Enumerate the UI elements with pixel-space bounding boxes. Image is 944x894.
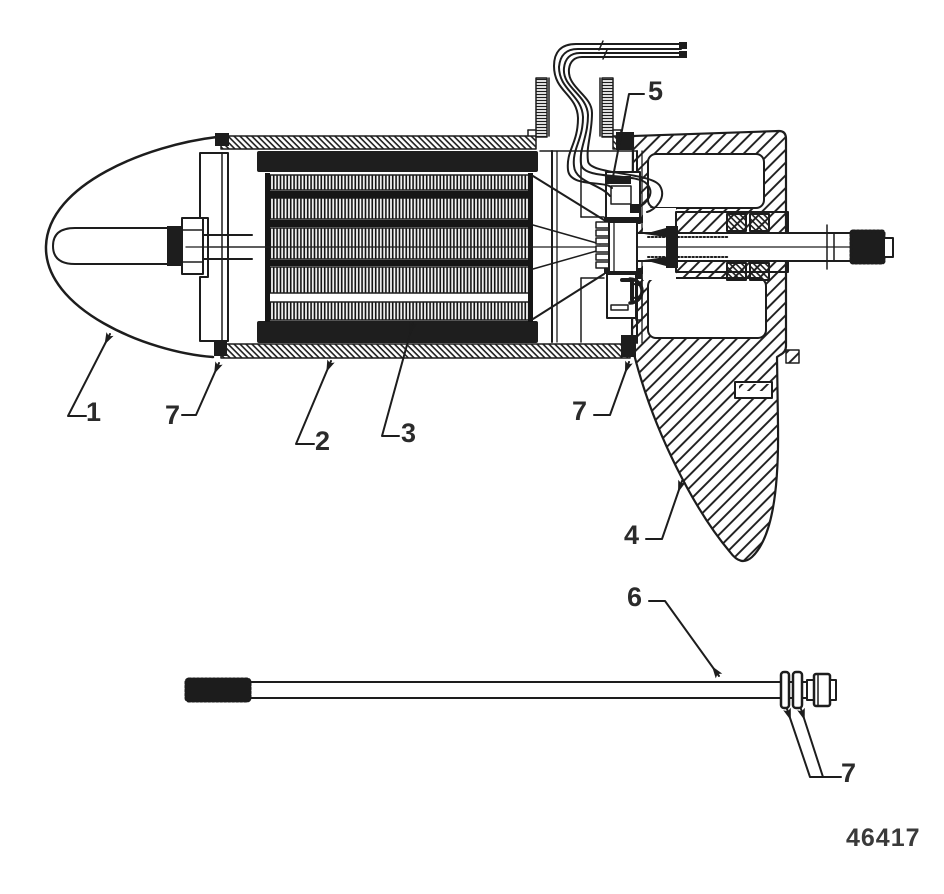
callout-4: 4 <box>624 520 640 550</box>
wire-terminal <box>679 51 687 58</box>
leader-1 <box>67 332 114 417</box>
callout-3: 3 <box>401 418 417 448</box>
leader-6 <box>648 600 723 679</box>
brush-assembly-bottom <box>604 268 644 321</box>
motor-lead-wires <box>553 40 687 213</box>
drawing-number: 46417 <box>846 824 921 852</box>
bearing-races <box>726 213 770 281</box>
washer <box>791 670 804 710</box>
leader-2 <box>295 359 335 445</box>
callout-7-mid: 7 <box>572 396 588 426</box>
leader-7-washer-1 <box>783 707 842 778</box>
callout-6: 6 <box>627 582 643 612</box>
wire-terminal <box>679 42 687 49</box>
leader-7-mid <box>593 360 633 416</box>
callout-7-left: 7 <box>165 400 181 430</box>
bolt-head <box>812 672 832 708</box>
anchor-bolt <box>184 670 837 710</box>
leader-4 <box>645 479 686 540</box>
wire-exit-tube <box>527 77 622 138</box>
nose-cone <box>44 135 219 359</box>
motor-housing-tube <box>214 132 636 359</box>
washer <box>779 670 791 710</box>
end-cap-body <box>630 129 800 563</box>
bolt-threaded-end <box>184 677 252 703</box>
leader-5 <box>611 93 645 183</box>
leader-7-left <box>181 361 223 416</box>
callout-2: 2 <box>315 426 331 456</box>
prop-shaft <box>608 224 894 270</box>
front-bearing-post <box>52 217 283 275</box>
leader-3 <box>381 321 417 437</box>
callout-1: 1 <box>86 397 102 427</box>
callout-7-bolt: 7 <box>841 758 857 788</box>
leader-7-washer-2 <box>797 707 824 778</box>
leader-lines <box>67 93 842 778</box>
permanent-magnets <box>257 151 538 343</box>
callout-5: 5 <box>648 76 664 106</box>
armature <box>209 173 601 322</box>
brush-assembly-top <box>604 171 643 224</box>
commutator <box>595 221 638 273</box>
